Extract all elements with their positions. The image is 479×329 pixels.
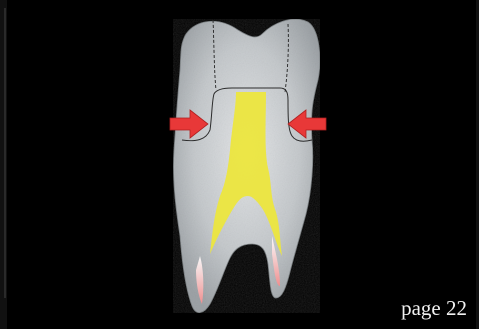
page-number-label: page 22 xyxy=(401,296,467,321)
